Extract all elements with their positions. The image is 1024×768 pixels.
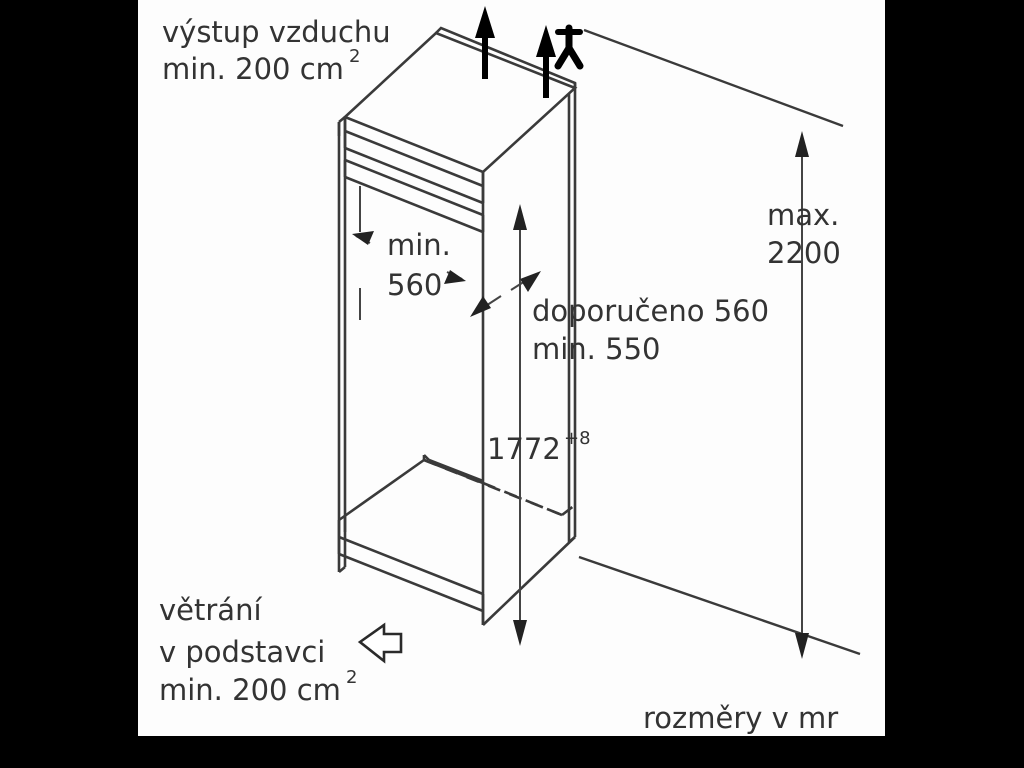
label-air-outlet-line1: výstup vzduchu [162,15,391,49]
extension-lines [578,28,861,656]
airflow-arrows [475,6,584,98]
label-air-outlet-line2: min. 200 cm [162,52,344,86]
fork-symbol-icon [554,24,584,70]
label-depth-min: min. 550 [532,332,660,366]
dimension-width-560 [352,186,466,320]
dimension-height-1772 [513,204,527,646]
label-height-max-line2: 2200 [767,236,841,270]
label-height-tolerance: +8 [564,428,591,449]
dimension-max-2200 [795,131,809,659]
label-units-note: rozměry v mr [643,701,838,735]
label-height-1772: 1772 [487,432,561,466]
label-width-value: 560 [387,268,442,302]
letterbox-bottom [138,736,885,768]
label-depth-recommended: doporučeno 560 [532,294,769,328]
label-base-vent-line3: min. 200 cm [159,673,341,707]
cabinet-outline [337,26,578,626]
label-height-max-line1: max. [767,198,839,232]
label-air-outlet-superscript: 2 [349,46,360,67]
diagram-canvas: výstup vzduchu min. 200 cm 2 větrání v p… [138,0,885,736]
label-base-vent-superscript: 2 [346,667,357,688]
label-width-min: min. [387,228,451,262]
label-base-vent-line2: v podstavci [159,635,325,669]
label-base-vent-line1: větrání [159,593,262,627]
hollow-up-left-arrow-icon [357,622,403,664]
text-labels: výstup vzduchu min. 200 cm 2 větrání v p… [159,15,841,735]
letterbox-right [885,0,1024,768]
up-arrow-icon-left [475,6,495,79]
technical-drawing: výstup vzduchu min. 200 cm 2 větrání v p… [159,6,861,735]
dimension-depth-560 [470,271,541,317]
letterbox-left [0,0,138,768]
up-arrow-icon-right [536,25,556,98]
